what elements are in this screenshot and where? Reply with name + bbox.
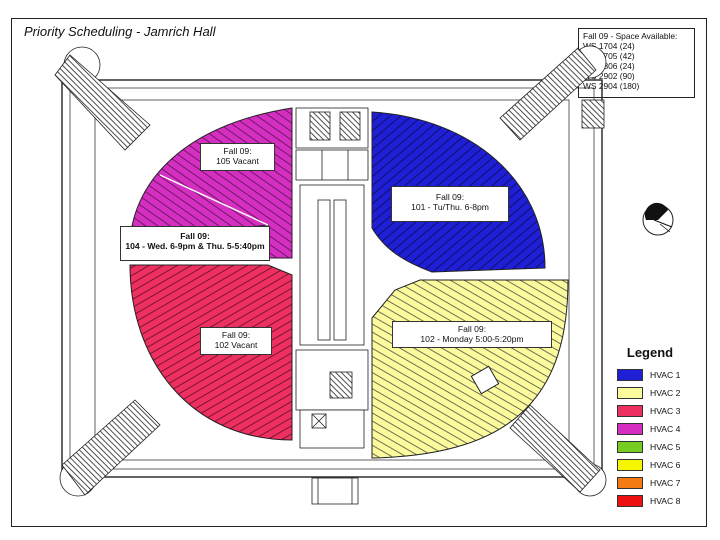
room-label-104: Fall 09: 104 - Wed. 6-9pm & Thu. 5-5:40p…: [120, 226, 270, 261]
legend-swatch: [617, 423, 643, 435]
legend-item: HVAC 5: [614, 441, 704, 454]
corner-stair-nw: [54, 46, 151, 151]
room-label-line: Fall 09:: [221, 330, 251, 340]
room-label-line: Fall 09:: [223, 146, 252, 156]
space-available-item: WS 2806 (24): [583, 61, 635, 71]
room-label-line: 102 Vacant: [214, 340, 258, 350]
room-label-line: 102 - Monday 5:00-5:20pm: [420, 334, 524, 344]
room-label-102-east: Fall 09: 102 - Monday 5:00-5:20pm: [392, 321, 552, 348]
room-label-line: Fall 09:: [180, 231, 210, 241]
room-label-line: Fall 09:: [435, 192, 465, 202]
legend-label: HVAC 8: [650, 496, 681, 506]
legend-swatch: [617, 459, 643, 471]
space-available-heading: Fall 09 - Space Available:: [583, 31, 678, 41]
central-core: [295, 107, 369, 505]
legend-item: HVAC 1: [614, 369, 704, 382]
room-label-101: Fall 09: 101 - Tu/Thu. 6-8pm: [391, 186, 509, 222]
room-label-102: Fall 09: 102 Vacant: [200, 327, 272, 355]
legend-label: HVAC 4: [650, 424, 681, 434]
legend-label: HVAC 3: [650, 406, 681, 416]
room-label-105: Fall 09: 105 Vacant: [200, 143, 275, 171]
corner-stair-ne: [499, 45, 607, 141]
room-label-line: 104 - Wed. 6-9pm & Thu. 5-5:40pm: [125, 241, 265, 251]
room-label-line: 105 Vacant: [216, 156, 259, 166]
map-frame: [11, 18, 707, 527]
room-label-line: 101 - Tu/Thu. 6-8pm: [411, 202, 489, 212]
corner-stair-se: [509, 404, 607, 497]
space-available-item: WS 2904 (180): [583, 81, 640, 91]
legend-swatch: [617, 495, 643, 507]
legend-title: Legend: [626, 345, 674, 360]
legend-item: HVAC 2: [614, 387, 704, 400]
legend-swatch: [617, 441, 643, 453]
corner-stair-sw: [59, 399, 161, 497]
legend-label: HVAC 2: [650, 388, 681, 398]
legend-item: HVAC 4: [614, 423, 704, 436]
legend-label: HVAC 1: [650, 370, 681, 380]
space-available-item: WS 1705 (42): [583, 51, 635, 61]
legend-item: HVAC 6: [614, 459, 704, 472]
legend-label: HVAC 7: [650, 478, 681, 488]
room-label-line: Fall 09:: [457, 324, 487, 334]
legend: Legend HVAC 1 HVAC 2 HVAC 3 HVAC 4 HVAC 5 HVA…: [614, 345, 694, 507]
north-arrow-icon: [642, 202, 674, 236]
building-outline: [61, 79, 603, 478]
legend-swatch: [617, 387, 643, 399]
legend-item: HVAC 3: [614, 405, 704, 418]
legend-label: HVAC 5: [650, 442, 681, 452]
legend-swatch: [617, 405, 643, 417]
legend-item: HVAC 7: [614, 477, 704, 490]
legend-swatch: [617, 369, 643, 381]
legend-swatch: [617, 477, 643, 489]
space-available-item: WS 1704 (24): [583, 41, 635, 51]
legend-item: HVAC 8: [614, 495, 704, 508]
legend-label: HVAC 6: [650, 460, 681, 470]
space-available-item: WS 2902 (90): [583, 71, 635, 81]
space-available-box: Fall 09 - Space Available: WS 1704 (24) …: [578, 28, 695, 98]
map-title: Priority Scheduling - Jamrich Hall: [24, 24, 216, 39]
